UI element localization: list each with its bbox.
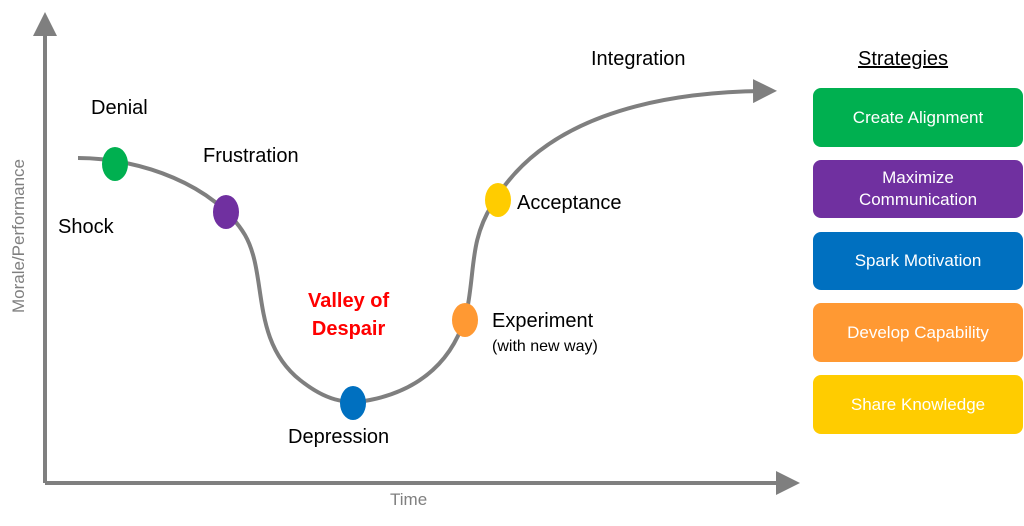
strategy-label: Create Alignment	[852, 107, 984, 127]
denial-label: Denial	[91, 97, 148, 119]
acceptance-marker	[485, 183, 511, 217]
valley-line-2: Despair	[311, 318, 386, 340]
strategy-label: Spark Motivation	[854, 251, 982, 270]
strategy-maximize-communication: Maximize Communication	[813, 160, 1023, 218]
integration-label: Integration	[591, 48, 686, 70]
strategies-title: Strategies	[858, 48, 949, 70]
denial-marker	[102, 147, 128, 181]
frustration-marker	[213, 195, 239, 229]
x-axis-label: Time	[390, 490, 428, 509]
strategy-label: Develop Capability	[847, 322, 989, 342]
change-curve	[77, 79, 777, 404]
shock-label: Shock	[58, 216, 114, 238]
strategy-spark-motivation: Spark Motivation	[813, 232, 1023, 290]
depression-label: Depression	[288, 426, 390, 448]
y-axis-label: Morale/Performance	[9, 158, 29, 314]
experiment-note: (with new way)	[492, 338, 598, 355]
valley-line-1: Valley of	[308, 290, 390, 312]
strategy-label: Maximize Communication	[858, 168, 978, 209]
strategy-label: Share Knowledge	[850, 394, 986, 414]
experiment-marker	[452, 303, 478, 337]
valley-label: Valley of Despair	[308, 287, 389, 343]
acceptance-label: Acceptance	[517, 192, 622, 214]
experiment-label: Experiment	[492, 310, 594, 332]
strategy-develop-capability: Develop Capability	[813, 303, 1023, 362]
frustration-label: Frustration	[203, 145, 299, 167]
depression-marker	[340, 386, 366, 420]
strategy-share-knowledge: Share Knowledge	[813, 375, 1023, 434]
strategy-create-alignment: Create Alignment	[813, 88, 1023, 147]
